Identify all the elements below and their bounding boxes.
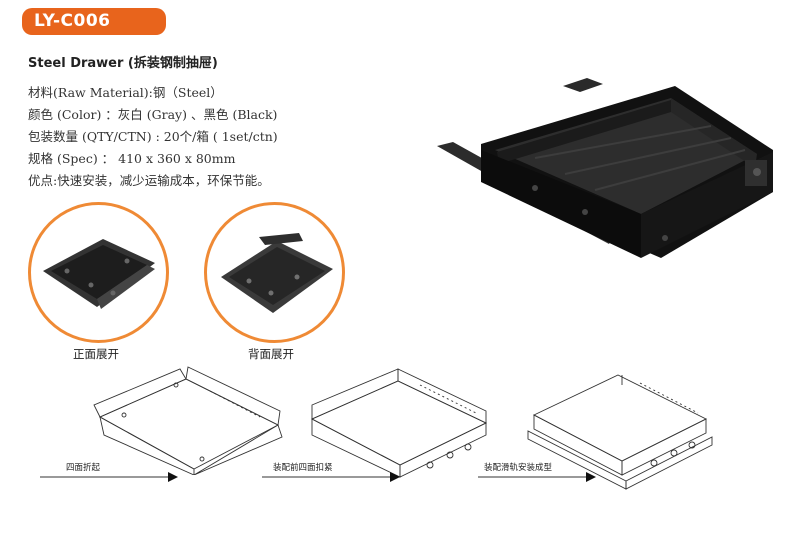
front-unfolded-panel xyxy=(43,239,155,309)
step-arrow-1 xyxy=(40,472,178,482)
caption-front-unfolded: 正面展开 xyxy=(73,347,119,361)
back-unfolded-panel xyxy=(221,233,333,313)
step-label-rail: 装配滑轨安装成型 xyxy=(484,463,553,473)
spec-material: 材料(Raw Material):钢（Steel） xyxy=(28,85,223,100)
spec-advantage: 优点:快速安装，减少运输成本，环保节能。 xyxy=(28,173,270,188)
spec-qty: 包装数量 (QTY/CTN) : 20个/箱 ( 1set/ctn) xyxy=(28,129,278,144)
step-arrow-3 xyxy=(478,472,596,482)
product-title: Steel Drawer (拆装钢制抽屉) xyxy=(28,56,218,71)
drawer-photo xyxy=(437,78,773,258)
step-label-clip: 装配前四面扣紧 xyxy=(273,463,333,473)
assembly-step-1-drawing xyxy=(93,366,283,475)
assembly-step-2-drawing xyxy=(310,368,488,478)
back-unfolded-circle xyxy=(204,202,345,343)
caption-back-unfolded: 背面展开 xyxy=(248,347,294,361)
spec-size: 规格 (Spec) ： 410 x 360 x 80mm xyxy=(28,151,236,166)
model-badge: LY-C006 xyxy=(22,8,166,35)
step-arrow-2 xyxy=(262,472,400,482)
step-label-fold: 四面折起 xyxy=(66,463,101,473)
assembly-step-3-drawing xyxy=(527,374,713,490)
front-unfolded-circle xyxy=(28,202,169,343)
spec-color: 颜色 (Color) ：灰白 (Gray) 、黑色 (Black) xyxy=(28,107,278,122)
